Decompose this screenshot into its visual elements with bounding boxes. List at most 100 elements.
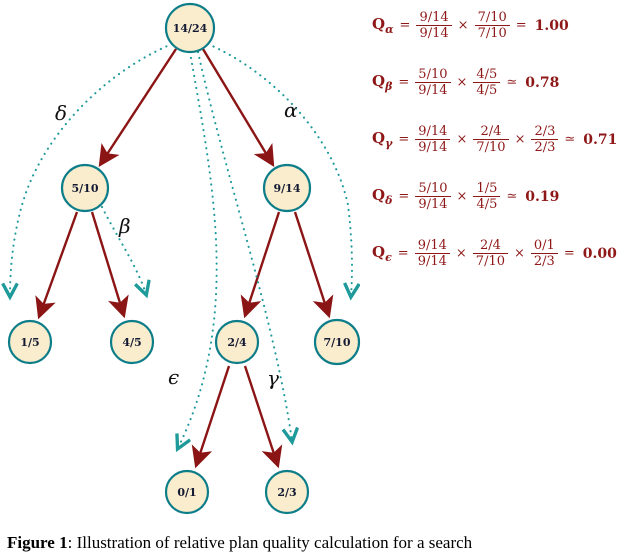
quality-value: 0.19 [525,188,560,205]
fraction-denominator: 9/14 [415,196,451,212]
node-7-10 [313,318,361,366]
edge-2-4-0-1 [191,365,231,469]
times-sign: × [514,132,526,147]
plan-trajectories [10,42,352,448]
node-label-9-14: 9/14 [274,182,301,195]
fraction-denominator: 7/10 [472,253,508,269]
plan-path-alpha [206,42,352,296]
times-sign: × [514,246,525,261]
times-sign: × [455,246,467,261]
relation-sign: = [563,246,575,261]
node-14-24 [164,2,216,54]
fraction-numerator: 5/10 [418,180,448,196]
q-subscript: α [385,23,394,36]
tree-nodes: 14/24 5/10 9/14 1/5 4/5 2/4 7/10 0/1 2/3 [7,2,361,515]
edge-5-10-1-5 [35,211,79,320]
relation-sign: ≃ [506,75,518,90]
fraction-denominator: 7/10 [474,25,510,41]
fraction-denominator: 2/3 [531,139,559,155]
fraction-denominator: 7/10 [473,139,509,155]
edge-root-5-10 [98,48,178,168]
edge-5-10-4-5 [90,211,129,319]
q-letter: Q [372,186,386,204]
times-sign: × [456,132,468,147]
node-label-14-24: 14/24 [173,22,208,35]
plan-tree-diagram: δ α β ϵ γ 14/24 5/10 9/14 1/5 4/5 2/4 7/… [0,2,375,515]
times-sign: × [456,189,468,204]
times-sign: × [457,18,469,33]
node-label-2-4: 2/4 [227,336,247,349]
node-9-14 [262,163,312,213]
edge-root-9-14 [201,48,275,168]
q-symbol-epsilon: Qϵ [372,243,392,264]
figure-caption-label: Figure 1 [7,533,68,552]
times-sign: × [456,75,468,90]
fraction-numerator: 5/10 [418,66,448,82]
fraction-numerator: 1/5 [476,180,498,196]
node-1-5 [7,319,53,365]
plan-label-beta: β [118,214,131,238]
fraction-numerator: 9/14 [419,9,449,25]
node-label-4-5: 4/5 [122,336,141,349]
relation-sign: = [515,18,527,33]
plan-path-epsilon [178,50,218,448]
node-label-5-10: 5/10 [72,182,99,195]
fraction-denominator: 9/14 [415,82,451,98]
edge-9-14-2-4 [240,211,281,319]
node-0-1 [164,469,210,515]
fraction-numerator: 0/1 [533,237,555,253]
quality-value: 1.00 [534,17,569,34]
fraction-numerator: 2/4 [480,123,502,139]
q-letter: Q [372,243,386,261]
node-label-2-3: 2/3 [277,486,296,499]
fraction-denominator: 9/14 [414,253,450,269]
fraction-numerator: 2/4 [479,237,501,253]
tree-edges [35,48,334,469]
node-label-0-1: 0/1 [177,486,196,499]
fraction-numerator: 2/3 [534,123,556,139]
figure-caption-text: : Illustration of relative plan quality … [67,533,473,552]
node-4-5 [109,319,155,365]
fraction-numerator: 7/10 [477,9,507,25]
plan-label-delta: δ [55,101,67,125]
fraction-denominator: 9/14 [415,139,451,155]
node-2-4 [214,319,260,365]
q-subscript: ϵ [385,251,392,264]
figure-caption: Figure 1: Illustration of relative plan … [7,533,640,553]
relation-sign: ≃ [506,189,518,204]
fraction-numerator: 9/14 [418,123,448,139]
node-label-7-10: 7/10 [324,336,351,349]
quality-value: 0.71 [583,131,618,148]
q-subscript: δ [385,194,393,207]
equals-sign: = [398,189,410,204]
plan-path-delta [10,42,174,296]
q-letter: Q [372,129,386,147]
q-subscript: γ [385,137,393,150]
fraction-denominator: 4/5 [473,196,501,212]
fraction-denominator: 2/3 [530,253,558,269]
equals-sign: = [397,246,409,261]
equals-sign: = [398,132,410,147]
plan-label-epsilon: ϵ [168,365,179,389]
node-2-3 [264,469,310,515]
quality-value: 0.00 [582,245,617,262]
q-symbol-delta: Qδ [372,186,392,207]
q-letter: Q [372,72,386,90]
equals-sign: = [398,75,410,90]
